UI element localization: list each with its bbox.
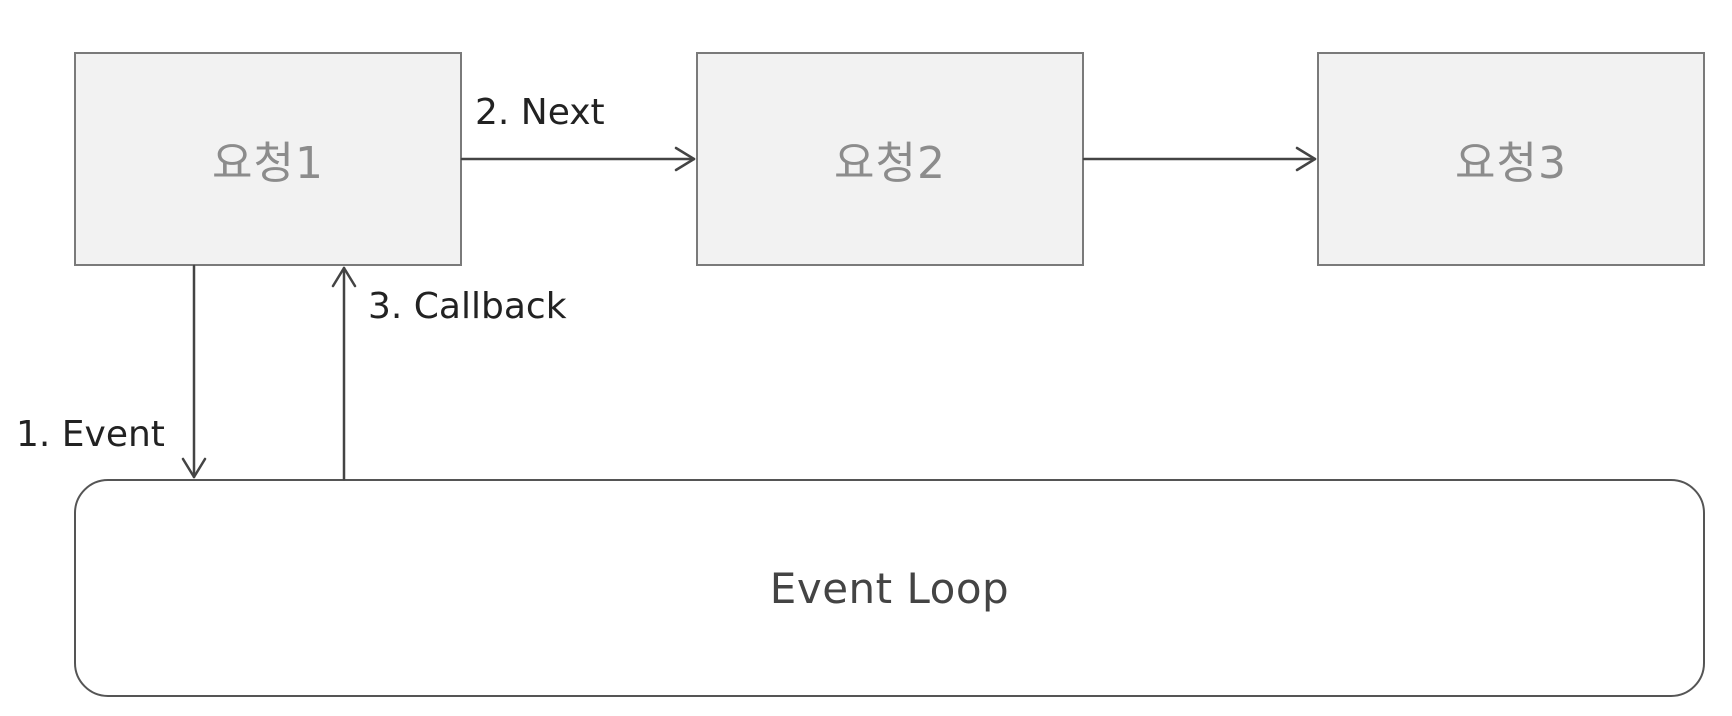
next-edge-label: 2. Next (475, 92, 605, 133)
event-loop-box: Event Loop (74, 479, 1705, 697)
request-3-box: 요청3 (1317, 52, 1705, 266)
event-loop-label: Event Loop (769, 563, 1010, 613)
event-edge-label: 1. Event (16, 414, 165, 455)
request-1-box: 요청1 (74, 52, 462, 266)
event-arrow (181, 264, 207, 479)
request-2-box: 요청2 (696, 52, 1084, 266)
request-2-label: 요청2 (834, 138, 946, 189)
request-3-label: 요청3 (1455, 138, 1567, 189)
callback-arrow (331, 266, 357, 481)
next-arrow (460, 146, 696, 172)
callback-edge-label: 3. Callback (368, 286, 567, 327)
request-1-label: 요청1 (212, 138, 324, 189)
request-2-to-3-arrow (1082, 146, 1317, 172)
